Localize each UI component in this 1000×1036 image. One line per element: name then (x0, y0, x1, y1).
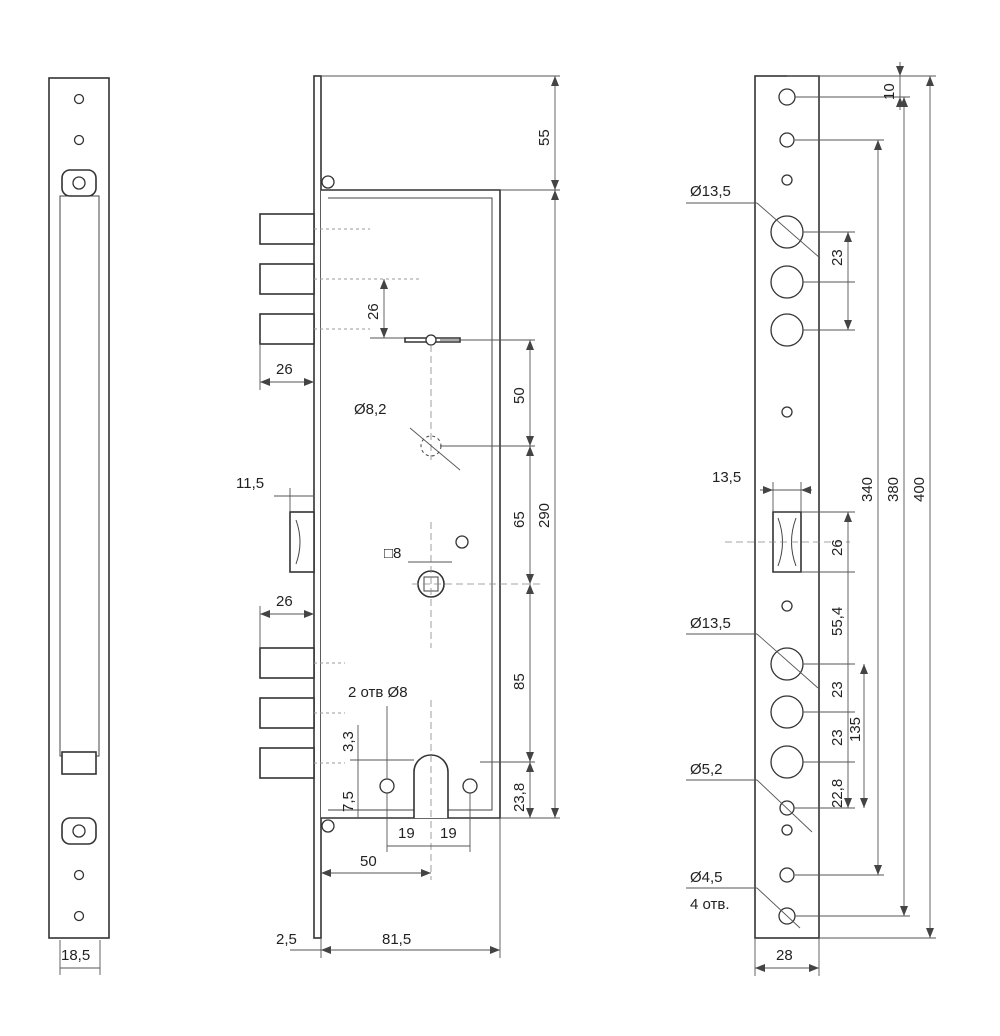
bolt (259, 697, 315, 729)
lock-case (321, 189, 501, 819)
left-screw-hole (73, 93, 85, 105)
left-bottom-latch-tab (61, 751, 97, 775)
middle-lock-body-view: 26 26 11,5 26 Ø8,2 □8 2 отв Ø8 (236, 75, 560, 958)
dim-19-right-label: 19 (440, 825, 457, 842)
case-rivet-top (321, 175, 335, 189)
bolt-spacing-label: 26 (365, 303, 382, 320)
right-width-label: 28 (776, 947, 793, 964)
latch-offset-label: 11,5 (236, 475, 264, 492)
dim-19-left-label: 19 (398, 825, 415, 842)
left-screw-hole (73, 910, 85, 922)
dim-135-span-label: 135 (847, 717, 864, 742)
latch-bolt (289, 511, 315, 573)
square-8-label: □8 (384, 545, 401, 562)
mount-hole (462, 778, 478, 794)
left-screw-hole (73, 134, 85, 146)
dia-82-label: Ø8,2 (354, 401, 387, 418)
dim-290-label: 290 (536, 503, 553, 528)
bolt-hole-top (770, 265, 804, 299)
bolt-hole-top (770, 215, 804, 249)
plate-hole (781, 174, 793, 186)
plate-hole (779, 867, 795, 883)
plate-hole (778, 88, 796, 106)
plate-hole (781, 406, 793, 418)
bolt (259, 263, 315, 295)
dim-135-latch-label: 13,5 (712, 469, 741, 486)
left-width-label: 18,5 (61, 947, 90, 964)
cylinder-cutout (413, 754, 449, 818)
plate-hole (781, 824, 793, 836)
bolt-hole-bottom (770, 745, 804, 779)
dim-65-label: 65 (511, 511, 528, 528)
bolt (259, 747, 315, 779)
left-screw-hole (73, 869, 85, 881)
bolt (259, 213, 315, 245)
dim-25-label: 2,5 (276, 931, 297, 948)
middle-faceplate (313, 75, 322, 939)
bolt-hole-bottom (770, 647, 804, 681)
mount-hole (379, 778, 395, 794)
bolt (259, 647, 315, 679)
dia-135-bottom-label: Ø13,5 (690, 615, 731, 632)
dim-10-label: 10 (881, 83, 898, 100)
dia-52-label: Ø5,2 (690, 761, 723, 778)
dim-50-bottom-label: 50 (360, 853, 377, 870)
left-tab-hole (72, 176, 86, 190)
dim-26-label: 26 (829, 539, 846, 556)
dim-85-label: 85 (511, 673, 528, 690)
dim-380-label: 380 (885, 477, 902, 502)
bolt (259, 313, 315, 345)
small-hole (455, 535, 469, 549)
dim-23-a-label: 23 (829, 249, 846, 266)
dim-33-label: 3,3 (340, 731, 357, 752)
dim-238-label: 23,8 (511, 783, 528, 812)
dim-75-label: 7,5 (340, 791, 357, 812)
dia-45-label: Ø4,5 (690, 869, 723, 886)
dia-135-top-label: Ø13,5 (690, 183, 731, 200)
lock-case-inner (328, 197, 493, 811)
dim-815-label: 81,5 (382, 931, 411, 948)
bolt-length-top-label: 26 (276, 361, 293, 378)
dim-50-right-label: 50 (511, 387, 528, 404)
left-faceplate (48, 77, 110, 939)
upper-spindle-hole (425, 334, 437, 346)
right-strike-plate-view: Ø13,5 Ø13,5 Ø5,2 Ø4,5 4 отв. 13,5 10 23 … (686, 62, 936, 976)
dim-400-label: 400 (911, 477, 928, 502)
bottom-bolts (259, 647, 345, 779)
dim-554-label: 55,4 (829, 607, 846, 636)
dim-23-c-label: 23 (829, 729, 846, 746)
holes-4-label: 4 отв. (690, 896, 730, 913)
case-rivet-bottom (321, 819, 335, 833)
dim-23-b-label: 23 (829, 681, 846, 698)
left-tab-hole (72, 824, 86, 838)
top-bolts (259, 213, 420, 345)
two-holes-label: 2 отв Ø8 (348, 684, 408, 701)
left-faceplate-view: 18,5 (48, 77, 110, 975)
bolt-hole-bottom (770, 695, 804, 729)
dim-228-label: 22,8 (829, 779, 846, 808)
bolt-hole-top (770, 313, 804, 347)
plate-hole (779, 132, 795, 148)
dim-55-label: 55 (536, 129, 553, 146)
dim-340-label: 340 (859, 477, 876, 502)
plate-hole (781, 600, 793, 612)
bolt-length-bottom-label: 26 (276, 593, 293, 610)
